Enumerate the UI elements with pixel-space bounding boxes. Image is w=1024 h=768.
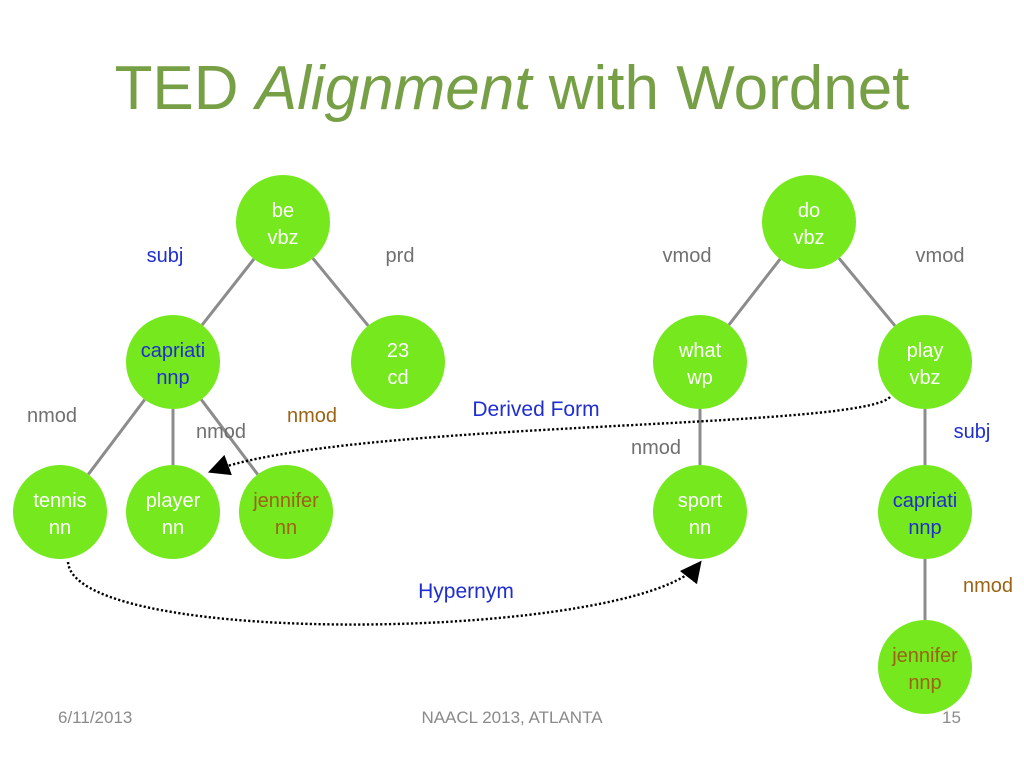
edge-label-what-sport: nmod: [631, 437, 681, 459]
footer-venue: NAACL 2013, ATLANTA: [421, 708, 603, 727]
tree-node-n23: 23 cd: [351, 315, 445, 409]
node-word-be: be: [272, 200, 294, 222]
node-word-play: play: [907, 340, 944, 362]
node-circle-capriati1: [126, 315, 220, 409]
tree-node-capriati2: capriati nnp: [878, 465, 972, 559]
edge-label-play-capriati2: subj: [954, 421, 991, 443]
node-word-sport: sport: [678, 490, 723, 512]
node-pos-sport: nn: [689, 517, 711, 539]
edge-label-do-what: vmod: [663, 245, 712, 267]
tree-node-jennifer2: jennifer nnp: [878, 620, 972, 714]
edge-label-do-play: vmod: [916, 245, 965, 267]
alignment-label-play-player: Derived Form: [472, 398, 599, 421]
node-circle-do: [762, 175, 856, 269]
node-word-tennis: tennis: [33, 490, 86, 512]
title-part2: Alignment: [255, 54, 532, 123]
node-word-player: player: [146, 490, 201, 512]
node-circle-play: [878, 315, 972, 409]
edge-label-be-capriati1: subj: [147, 245, 184, 267]
title-part3: with Wordnet: [548, 54, 910, 123]
node-circle-jennifer1: [239, 465, 333, 559]
alignment-label-tennis-sport: Hypernym: [418, 580, 514, 603]
tree-node-do: do vbz: [762, 175, 856, 269]
tree-edges: [87, 257, 927, 620]
footer-page-number: 15: [942, 708, 961, 727]
node-circle-capriati2: [878, 465, 972, 559]
tree-node-play: play vbz: [878, 315, 972, 409]
edge-label-capriati1-jennifer1: nmod: [287, 405, 337, 427]
node-pos-jennifer1: nn: [275, 517, 297, 539]
title-part1: TED: [114, 54, 239, 123]
node-circle-what: [653, 315, 747, 409]
node-word-what: what: [678, 340, 722, 362]
node-pos-play: vbz: [909, 367, 940, 389]
tree-node-jennifer1: jennifer nn: [239, 465, 333, 559]
tree-node-what: what wp: [653, 315, 747, 409]
tree-node-tennis: tennis nn: [13, 465, 107, 559]
alignment-arrow-tennis-sport: [66, 560, 702, 626]
node-pos-jennifer2: nnp: [908, 672, 941, 694]
node-circle-tennis: [13, 465, 107, 559]
node-word-n23: 23: [387, 340, 409, 362]
tree-node-sport: sport nn: [653, 465, 747, 559]
node-word-jennifer2: jennifer: [891, 645, 958, 667]
node-circle-jennifer2: [878, 620, 972, 714]
tree-node-capriati1: capriati nnp: [126, 315, 220, 409]
node-word-capriati1: capriati: [141, 340, 205, 362]
node-pos-be: vbz: [267, 227, 298, 249]
tree-nodes: bevbzcapriatinnp23cdtennisnnplayernnjenn…: [13, 175, 972, 714]
tree-node-player: player nn: [126, 465, 220, 559]
node-circle-sport: [653, 465, 747, 559]
tree-edge-capriati1-tennis: [87, 398, 146, 476]
node-pos-what: wp: [686, 367, 713, 389]
node-circle-n23: [351, 315, 445, 409]
node-circle-be: [236, 175, 330, 269]
node-pos-n23: cd: [387, 367, 408, 389]
edge-label-capriati1-tennis: nmod: [27, 405, 77, 427]
footer-date: 6/11/2013: [58, 708, 133, 727]
tree-edge-do-what: [727, 258, 782, 326]
tree-edge-do-play: [837, 257, 897, 327]
edge-label-capriati1-player: nmod: [196, 421, 246, 443]
alignment-arrow-play-player: [207, 396, 891, 476]
node-word-capriati2: capriati: [893, 490, 957, 512]
tree-node-be: be vbz: [236, 175, 330, 269]
edge-label-be-n23: prd: [386, 245, 415, 267]
node-pos-tennis: nn: [49, 517, 71, 539]
edge-label-capriati2-jennifer2: nmod: [963, 575, 1013, 597]
node-pos-capriati2: nnp: [908, 517, 941, 539]
tree-edge-be-n23: [311, 257, 370, 327]
node-pos-capriati1: nnp: [156, 367, 189, 389]
node-word-jennifer1: jennifer: [252, 490, 319, 512]
node-circle-player: [126, 465, 220, 559]
tree-edge-be-capriati1: [200, 258, 256, 326]
node-word-do: do: [798, 200, 820, 222]
diagram-labels: subj prd nmod nmod nmod vmod vmod nmod subj nmod D…: [27, 245, 1013, 603]
slide-title: TED Alignment with Wordnet: [0, 58, 1024, 120]
alignment-arrows: [66, 396, 891, 626]
tree-edge-capriati1-jennifer1: [200, 398, 259, 476]
node-pos-player: nn: [162, 517, 184, 539]
node-pos-do: vbz: [793, 227, 824, 249]
